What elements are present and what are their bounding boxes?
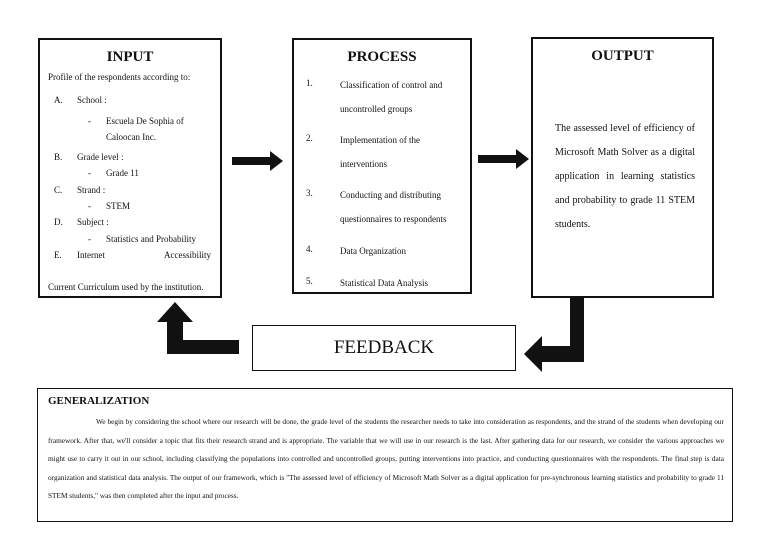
input-item-b-dash: - (88, 168, 91, 178)
input-item-e-label: Internet (77, 250, 105, 260)
input-item-c-letter: C. (54, 185, 63, 195)
input-footer: Current Curriculum used by the instituti… (48, 282, 204, 292)
process-step-line: Implementation of the (340, 135, 420, 145)
input-item-a-label: School : (77, 95, 107, 105)
process-step-line: Statistical Data Analysis (340, 278, 428, 288)
input-item-c-dash: - (88, 201, 91, 211)
process-step-number: 4. (306, 244, 313, 254)
input-item-a-letter: A. (54, 95, 63, 105)
output-title: OUTPUT (591, 48, 654, 64)
generalization-title: GENERALIZATION (48, 395, 150, 407)
input-item-b-letter: B. (54, 152, 63, 162)
arrow-elbow-up-icon (157, 302, 239, 354)
process-step-text: Conducting and distributing questionnair… (340, 183, 465, 231)
input-item-b-sub: Grade 11 (106, 168, 139, 178)
input-box: INPUT Profile of the respondents accordi… (38, 38, 222, 298)
process-step-line: interventions (340, 159, 387, 169)
output-text: The assessed level of efficiency of Micr… (555, 123, 695, 230)
input-item-d-letter: D. (54, 217, 63, 227)
input-item-c-sub: STEM (106, 201, 131, 211)
process-step-number: 2. (306, 133, 313, 143)
input-item-a-dash: - (88, 116, 91, 126)
arrow-elbow-left-icon (524, 298, 584, 372)
process-step-line: Conducting and distributing (340, 190, 441, 200)
input-intro: Profile of the respondents according to: (48, 72, 191, 82)
input-item-d-label: Subject : (77, 217, 109, 227)
process-step-text: Statistical Data Analysis (340, 271, 465, 295)
output-box: OUTPUT The assessed level of efficiency … (531, 37, 714, 298)
process-step-number: 3. (306, 188, 313, 198)
process-step-text: Implementation of the interventions (340, 128, 465, 176)
process-step-line: questionnaires to respondents (340, 214, 447, 224)
arrow-right-icon (232, 151, 283, 171)
input-item-d-sub: Statistics and Probability (106, 234, 196, 244)
process-step-text: Classification of control and uncontroll… (340, 73, 465, 121)
arrow-right-icon (478, 149, 529, 169)
input-school-name-line1: Escuela De Sophia of (106, 116, 184, 126)
feedback-label: FEEDBACK (333, 337, 435, 358)
input-item-d-dash: - (88, 234, 91, 244)
process-step-line: Data Organization (340, 246, 407, 256)
input-title: INPUT (106, 49, 154, 65)
input-item-e-label2: Accessibility (164, 250, 211, 260)
process-step-number: 5. (306, 276, 313, 286)
generalization-text: We begin by considering the school where… (48, 413, 724, 506)
process-title: PROCESS (347, 49, 417, 65)
generalization-box: GENERALIZATION We begin by considering t… (37, 388, 733, 522)
process-step-number: 1. (306, 78, 313, 88)
input-item-c-label: Strand : (77, 185, 106, 195)
generalization-paragraph: We begin by considering the school where… (48, 417, 724, 500)
process-step-line: Classification of control and (340, 80, 443, 90)
input-item-a-sub1: Escuela De Sophia of (106, 116, 212, 126)
process-step-line: uncontrolled groups (340, 104, 413, 114)
feedback-box: FEEDBACK (252, 325, 516, 371)
process-box: PROCESS 1. Classification of control and… (292, 38, 472, 294)
input-item-e-letter: E. (54, 250, 62, 260)
process-step-text: Data Organization (340, 239, 465, 263)
input-item-b-label: Grade level : (77, 152, 124, 162)
input-item-a-sub2: Caloocan Inc. (106, 132, 156, 142)
